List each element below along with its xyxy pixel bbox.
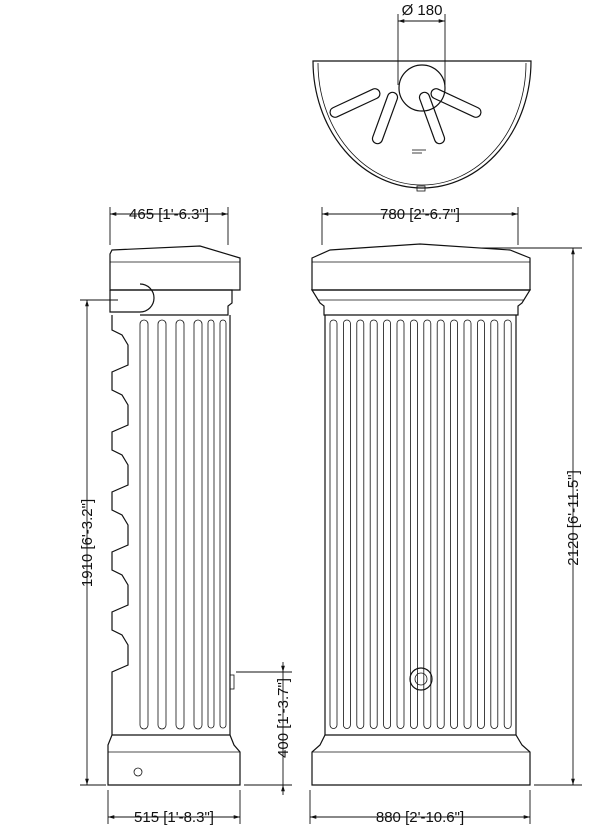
vent-slot	[371, 91, 399, 145]
side-height-label: 1910 [6'-3.2"]	[79, 499, 96, 587]
flute	[463, 319, 472, 729]
flute	[423, 319, 432, 729]
hub-circle	[398, 64, 446, 112]
flute	[343, 319, 351, 729]
front-height-label: 2120 [6'-11.5"]	[565, 470, 582, 565]
front-top-width-label: 780 [2'-6.7"]	[380, 206, 460, 223]
vent-slot	[418, 91, 446, 145]
flute	[175, 319, 185, 730]
vent-slot	[430, 88, 482, 118]
tap-height-label: 400 [1'-3.7"]	[275, 678, 292, 758]
flute	[329, 319, 338, 729]
flute	[396, 319, 405, 729]
side-top-width-label: 465 [1'-6.3"]	[129, 206, 209, 223]
side-base-width-label: 515 [1'-8.3"]	[134, 809, 214, 826]
front-base-width-label: 880 [2'-10.6"]	[376, 809, 464, 826]
flute	[139, 319, 149, 730]
side-view: 465 [1'-6.3"] 1910 [6'-3.2"] 400 [1'-3.7…	[79, 206, 292, 826]
flute	[410, 319, 418, 729]
flute	[490, 319, 499, 729]
flute	[219, 319, 227, 729]
flute	[369, 319, 378, 729]
flute	[503, 319, 512, 729]
flute	[477, 319, 485, 729]
flute	[450, 319, 458, 729]
hub-diameter-label: Ø 180	[402, 2, 443, 19]
front-view: 780 [2'-6.7"] 2120 [6'-11.5"] 880 [2'-10…	[309, 206, 582, 826]
flute	[356, 319, 365, 729]
vent-slot	[329, 88, 381, 118]
top-view: Ø 180	[312, 2, 532, 192]
flute	[207, 319, 215, 729]
flute	[383, 319, 391, 729]
tap-outlet	[409, 667, 433, 691]
flute	[193, 319, 203, 730]
flute	[157, 319, 167, 730]
flute	[436, 319, 445, 729]
